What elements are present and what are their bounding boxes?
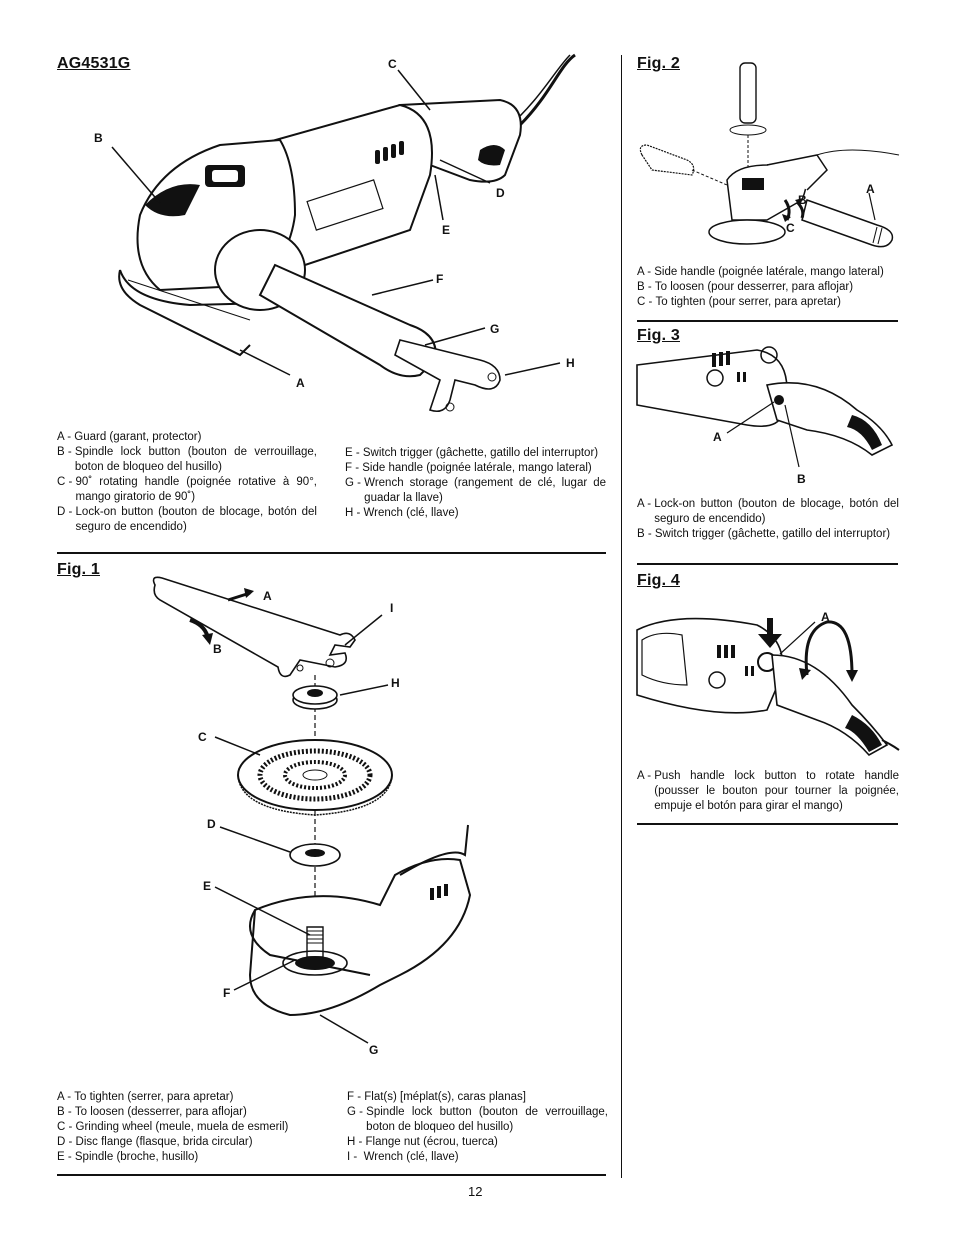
callout-label: B bbox=[94, 131, 103, 145]
callout-label: E bbox=[442, 223, 451, 237]
legend-item: G - Wrench storage (rangement de clé, lu… bbox=[345, 477, 606, 504]
legend-item: A - Guard (garant, protector) bbox=[57, 431, 202, 443]
legend-item: E - Spindle (broche, husillo) bbox=[57, 1151, 199, 1163]
legend-item: D - Lock-on button (bouton de blocage, b… bbox=[57, 506, 317, 533]
callout-label: F bbox=[436, 272, 444, 286]
legend-item: E - Switch trigger (gâchette, gatillo de… bbox=[345, 447, 599, 459]
fig2-side-handle-illustration bbox=[637, 60, 899, 260]
fig2-legend: A - Side handle (poignée latérale, mango… bbox=[637, 265, 899, 310]
callout-label: B bbox=[797, 472, 806, 486]
fig3-title: Fig. 3 bbox=[637, 327, 680, 344]
fig4-rotate-handle-illustration bbox=[637, 600, 899, 760]
legend-item: C - Grinding wheel (meule, muela de esme… bbox=[57, 1121, 289, 1133]
model-title: AG4531G bbox=[57, 55, 131, 72]
callout-label: A bbox=[866, 182, 875, 196]
legend-item: H - Flange nut (écrou, tuerca) bbox=[347, 1136, 498, 1148]
fig3-switch-illustration bbox=[637, 345, 899, 475]
callout-label: A bbox=[263, 589, 272, 603]
callout-label: F bbox=[223, 986, 231, 1000]
callout-label: C bbox=[198, 730, 207, 744]
fig1-legend-left: A - To tighten (serrer, para apretar) B … bbox=[57, 1090, 322, 1165]
legend-item: B - To loosen (desserrer, para aflojar) bbox=[57, 1106, 247, 1118]
section-divider bbox=[637, 563, 898, 565]
page-number: 12 bbox=[468, 1184, 483, 1199]
legend-item: B - To loosen (pour desserrer, para aflo… bbox=[637, 281, 854, 293]
legend-item: A - Lock-on button (bouton de blocage, b… bbox=[637, 498, 899, 525]
legend-item: F - Flat(s) [méplat(s), caras planas] bbox=[347, 1091, 526, 1103]
callout-label: E bbox=[203, 879, 212, 893]
grinder-main-illustration bbox=[100, 55, 590, 425]
legend-item: D - Disc flange (flasque, brida circular… bbox=[57, 1136, 253, 1148]
legend-item: I - Wrench (clé, llave) bbox=[347, 1151, 459, 1163]
callout-label: B bbox=[798, 193, 807, 207]
callout-label: A bbox=[296, 376, 305, 390]
tool-legend-left: A - Guard (garant, protector) B - Spindl… bbox=[57, 430, 317, 535]
callout-label: H bbox=[391, 676, 400, 690]
legend-item: B - Switch trigger (gâchette, gatillo de… bbox=[637, 528, 891, 540]
legend-item: F - Side handle (poignée latérale, mango… bbox=[345, 462, 592, 474]
fig1-assembly-illustration bbox=[150, 575, 480, 1045]
legend-item: H - Wrench (clé, llave) bbox=[345, 507, 459, 519]
callout-label: D bbox=[207, 817, 216, 831]
callout-label: C bbox=[388, 57, 397, 71]
callout-label: D bbox=[496, 186, 505, 200]
callout-label: A bbox=[713, 430, 722, 444]
fig1-legend-right: F - Flat(s) [méplat(s), caras planas] G … bbox=[347, 1090, 608, 1165]
legend-item: B - Spindle lock button (bouton de verro… bbox=[57, 446, 317, 473]
callout-label: I bbox=[390, 601, 394, 615]
callout-label: C bbox=[786, 221, 795, 235]
callout-label: G bbox=[369, 1043, 379, 1057]
fig4-title: Fig. 4 bbox=[637, 572, 680, 589]
section-divider bbox=[637, 823, 898, 825]
tool-legend-right: E - Switch trigger (gâchette, gatillo de… bbox=[345, 446, 606, 521]
callout-label: B bbox=[213, 642, 222, 656]
section-divider bbox=[637, 320, 898, 322]
fig3-legend: A - Lock-on button (bouton de blocage, b… bbox=[637, 497, 899, 542]
callout-label: G bbox=[490, 322, 500, 336]
legend-item: G - Spindle lock button (bouton de verro… bbox=[347, 1106, 608, 1133]
callout-label: A bbox=[821, 610, 830, 624]
callout-label: H bbox=[566, 356, 575, 370]
legend-item: A - Side handle (poignée latérale, mango… bbox=[637, 266, 884, 278]
legend-item: A - To tighten (serrer, para apretar) bbox=[57, 1091, 234, 1103]
legend-item: C - To tighten (pour serrer, para apreta… bbox=[637, 296, 841, 308]
fig4-legend: A - Push handle lock button to rotate ha… bbox=[637, 769, 899, 814]
column-separator bbox=[621, 55, 622, 1178]
section-divider bbox=[57, 552, 606, 554]
legend-item: C - 90˚ rotating handle (poignée rotativ… bbox=[57, 476, 317, 503]
section-divider bbox=[57, 1174, 606, 1176]
legend-item: A - Push handle lock button to rotate ha… bbox=[637, 770, 899, 812]
fig2-title: Fig. 2 bbox=[637, 55, 680, 72]
fig1-title: Fig. 1 bbox=[57, 561, 100, 578]
